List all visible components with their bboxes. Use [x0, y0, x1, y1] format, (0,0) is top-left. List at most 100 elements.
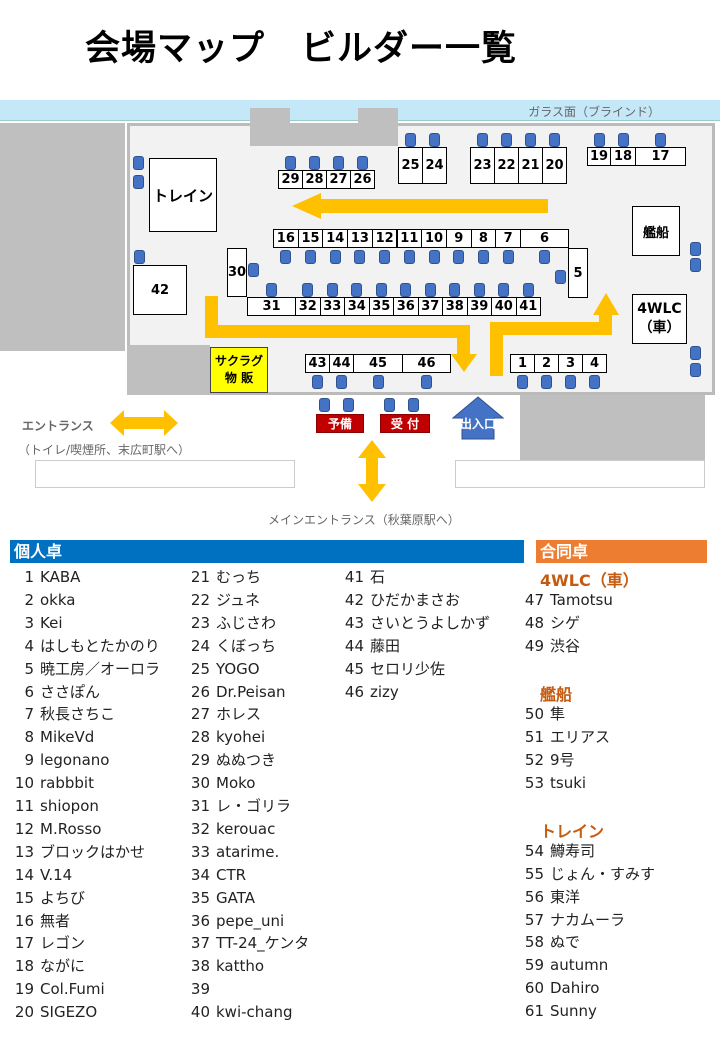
- chair-icon: [248, 263, 259, 277]
- booth-41: 41: [515, 297, 541, 316]
- flow-arrow-shaft: [320, 199, 548, 213]
- chair-icon: [421, 375, 432, 389]
- booth-1: 1: [510, 354, 535, 373]
- builder-name: よちび: [40, 888, 86, 907]
- chair-icon: [565, 375, 576, 389]
- booth-number: 3: [24, 613, 34, 632]
- booth-number: 59: [524, 956, 544, 975]
- chair-icon: [379, 250, 391, 264]
- booth-number: 1: [24, 568, 34, 586]
- builder-list-item: 34 CTR: [186, 865, 246, 885]
- chair-icon: [266, 283, 277, 297]
- booth-number: 8: [24, 728, 34, 747]
- builder-name: さいとうよしかず: [370, 613, 491, 632]
- booth-4: 4: [582, 354, 607, 373]
- builder-name: 秋長さちこ: [40, 705, 116, 724]
- chair-icon: [343, 398, 354, 412]
- reserve-desk: 予備: [316, 414, 364, 433]
- booth-number: 27: [190, 705, 210, 724]
- booth-number: 21: [190, 568, 210, 586]
- booth-number: 46: [344, 682, 364, 701]
- glass-wall-label: ガラス面（ブラインド）: [528, 105, 660, 119]
- builder-name: 東洋: [550, 887, 581, 906]
- booth-number: 50: [524, 704, 544, 723]
- chair-icon: [429, 133, 440, 147]
- booth-number: 10: [14, 774, 34, 793]
- booth-number: 35: [190, 888, 210, 907]
- chair-icon: [405, 133, 416, 147]
- builder-name: CTR: [216, 865, 247, 884]
- booth-44: 44: [329, 354, 354, 373]
- builder-name: セロリ少佐: [370, 659, 446, 678]
- chair-icon: [549, 133, 560, 147]
- chair-icon: [312, 375, 323, 389]
- booth-number: 17: [14, 934, 34, 953]
- chair-icon: [477, 250, 489, 264]
- booth-number: 2: [24, 590, 34, 609]
- booth-10: 10: [421, 229, 447, 248]
- booth-16: 16: [273, 229, 299, 248]
- booth-number: 13: [14, 842, 34, 861]
- booth-12: 12: [371, 229, 398, 248]
- booth-21: 21: [518, 147, 543, 184]
- chair-icon: [319, 398, 330, 412]
- builder-name: GATA: [216, 888, 255, 907]
- booth-number: 58: [524, 933, 544, 952]
- group-name: 4WLC（車）: [540, 571, 639, 590]
- chair-icon: [357, 156, 368, 170]
- booth-26: 26: [350, 170, 375, 189]
- booth-number: 37: [190, 934, 210, 953]
- booth-34: 34: [344, 297, 370, 316]
- chair-icon: [522, 283, 534, 297]
- builder-name: 藤田: [370, 636, 401, 655]
- chair-icon: [326, 283, 338, 297]
- sakura-line2: 物 販: [224, 371, 254, 385]
- builder-name: ジュネ: [216, 590, 260, 609]
- booth-42: 42: [133, 265, 187, 315]
- booth-31: 31: [247, 297, 296, 316]
- booth-number: 60: [524, 979, 544, 998]
- booth-number: 34: [190, 865, 210, 884]
- builder-name: ナカムーラ: [550, 910, 626, 929]
- chair-icon: [593, 133, 605, 147]
- chair-icon: [690, 363, 701, 377]
- group-header: 合同卓: [536, 540, 707, 563]
- chair-icon: [589, 375, 600, 389]
- booth-number: 41: [344, 568, 364, 586]
- chair-icon: [336, 375, 347, 389]
- booth-number: 26: [190, 682, 210, 701]
- booth-number: 5: [24, 659, 34, 678]
- booth-25: 25: [398, 147, 423, 184]
- entrance-note: （トイレ/喫煙所、末広町駅へ）: [18, 443, 191, 457]
- chair-icon: [690, 346, 701, 360]
- builder-name: 暁工房／オーロラ: [40, 659, 161, 678]
- booth-4wlc-line1: 4WLC: [637, 301, 682, 317]
- builder-name: zizy: [370, 682, 399, 701]
- chair-icon: [502, 250, 514, 264]
- sakura-line1: サクラグ: [214, 354, 263, 368]
- chair-icon: [400, 283, 412, 297]
- chair-icon: [384, 398, 395, 412]
- booth-number: 29: [190, 751, 210, 770]
- booth-number: 28: [190, 728, 210, 747]
- builder-name: 渋谷: [550, 636, 581, 655]
- booth-number: 61: [524, 1002, 544, 1021]
- booth-38: 38: [442, 297, 468, 316]
- booth-number: 24: [190, 636, 210, 655]
- booth-3: 3: [558, 354, 583, 373]
